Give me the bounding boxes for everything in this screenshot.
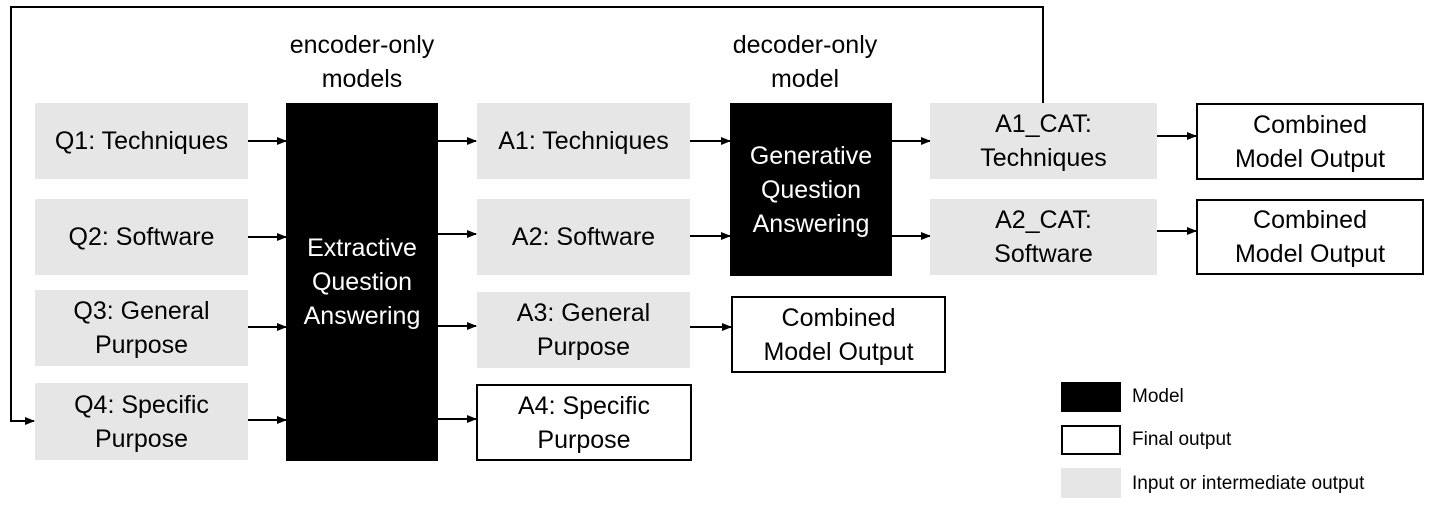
model-extractive-qa: Extractive Question Answering [286, 103, 438, 461]
combined-output-a1cat: Combined Model Output [1196, 103, 1424, 180]
combined-output-a2cat: Combined Model Output [1196, 199, 1424, 275]
encoder-heading: encoder-only models [289, 31, 435, 93]
answer-a3: A3: General Purpose [477, 292, 690, 368]
legend-swatch-intermediate [1061, 468, 1121, 498]
input-q3: Q3: General Purpose [35, 290, 248, 366]
legend-label-intermediate: Input or intermediate output [1132, 473, 1365, 494]
arrow-feedback-a1cat-to-q4 [10, 6, 1044, 425]
input-q4: Q4: Specific Purpose [35, 383, 248, 460]
answer-a4-final: A4: Specific Purpose [476, 384, 692, 461]
combined-output-a3: Combined Model Output [731, 296, 946, 373]
categorized-a2-cat: A2_CAT: Software [930, 199, 1157, 275]
legend-label-model: Model [1132, 386, 1184, 407]
decoder-heading: decoder-only model [732, 31, 878, 93]
legend-label-final: Final output [1132, 429, 1232, 450]
categorized-a1-cat: A1_CAT: Techniques [930, 103, 1157, 179]
input-q1: Q1: Techniques [35, 103, 248, 179]
model-generative-qa: Generative Question Answering [730, 103, 892, 276]
input-q2: Q2: Software [35, 199, 248, 275]
legend-swatch-final [1061, 425, 1121, 455]
answer-a2: A2: Software [477, 199, 690, 275]
legend-swatch-model [1061, 382, 1121, 412]
answer-a1: A1: Techniques [477, 103, 690, 179]
